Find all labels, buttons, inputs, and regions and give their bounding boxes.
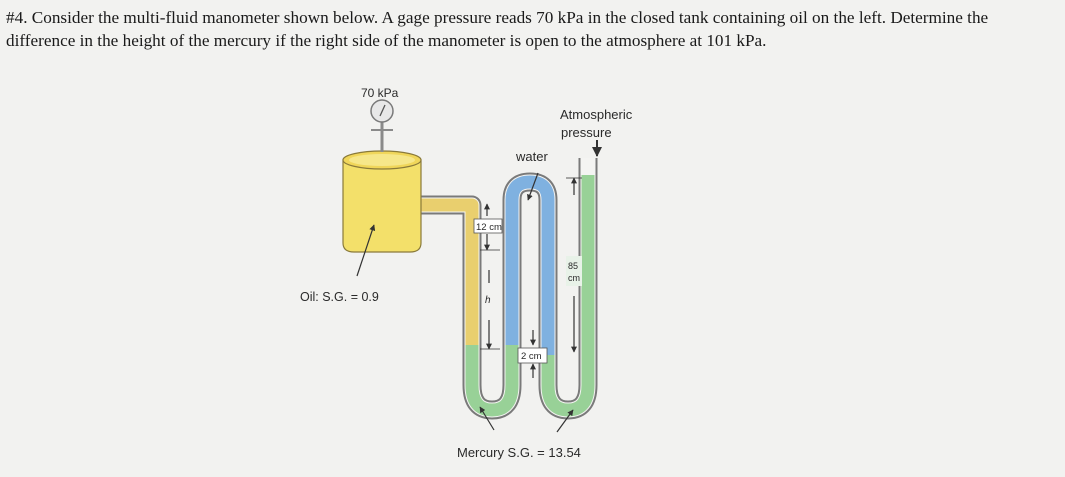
atmospheric-label: Atmospheric xyxy=(560,107,633,122)
mercury-label: Mercury S.G. = 13.54 xyxy=(457,445,581,460)
oil-pointer xyxy=(356,224,376,277)
water-label: water xyxy=(515,149,548,164)
dim-h-label: h xyxy=(485,295,491,306)
tube-outline xyxy=(414,158,598,420)
water-in-tube xyxy=(505,175,555,355)
gauge-label: 70 kPa xyxy=(361,86,399,100)
mercury-u-left xyxy=(465,345,519,417)
pressure-gauge xyxy=(370,99,394,152)
dim-12cm-label: 12 cm xyxy=(476,222,502,233)
mercury-pointer-left xyxy=(479,406,495,431)
water-pointer xyxy=(527,172,539,201)
mercury-pointer-right xyxy=(556,409,574,433)
pressure-label: pressure xyxy=(561,125,612,140)
annotation-arrows xyxy=(356,140,602,433)
oil-label: Oil: S.G. = 0.9 xyxy=(300,290,379,304)
oil-tank xyxy=(342,150,422,253)
dim-85-label: 85 xyxy=(568,261,578,271)
manometer-tubes xyxy=(414,158,598,420)
oil-in-tube xyxy=(414,198,479,345)
dim-cm-label: cm xyxy=(568,273,580,283)
dim-2cm-label: 2 cm xyxy=(521,351,542,362)
problem-statement: #4. Consider the multi-fluid manometer s… xyxy=(6,8,989,50)
